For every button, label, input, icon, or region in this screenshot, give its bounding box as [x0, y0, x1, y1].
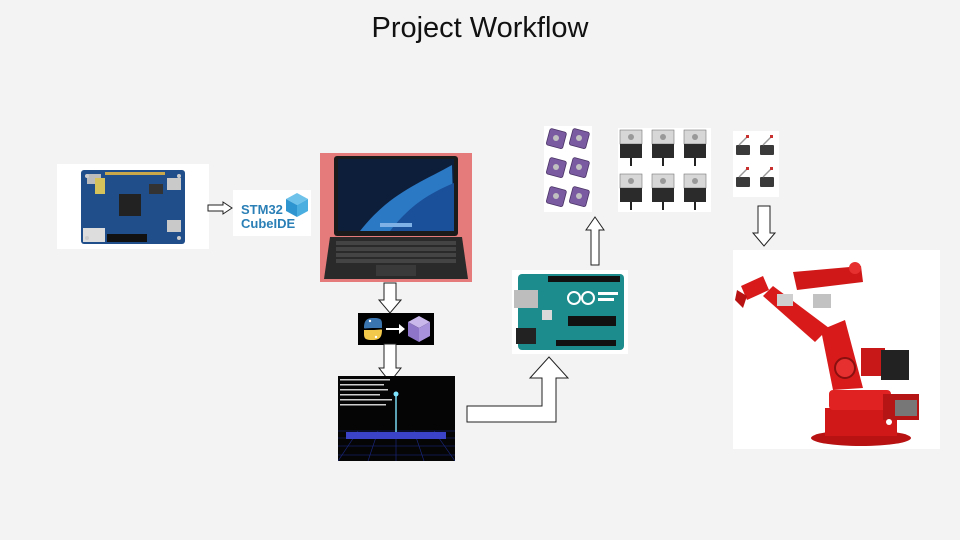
- stm32-board-image: [57, 164, 209, 249]
- arrow-icon: [207, 201, 233, 215]
- python-to-3d-icon: [364, 316, 430, 342]
- laptop-image: [320, 153, 472, 282]
- arrow-icon: [378, 343, 402, 383]
- robot-arm-image: [733, 250, 940, 449]
- stepper-drivers-image: [544, 126, 592, 212]
- stepper-motor-icon: [619, 129, 707, 211]
- cubeide-logo-icon: [286, 193, 308, 217]
- laptop-icon: [320, 153, 472, 282]
- simulation-screen-image: [338, 376, 455, 461]
- cubeide-logo-line2: CubeIDE: [241, 216, 296, 231]
- cubeide-logo: STM32 CubeIDE: [233, 190, 311, 236]
- arrow-icon: [752, 205, 776, 247]
- arduino-uno-image: [512, 270, 628, 354]
- robot-arm-icon: [735, 262, 919, 446]
- stm32-board-icon: [81, 170, 185, 244]
- arduino-uno-icon: [514, 274, 624, 350]
- arrow-icon: [585, 216, 605, 266]
- stepper-motors-image: [618, 128, 711, 212]
- limit-switches-image: [733, 131, 779, 197]
- arrow-icon: [378, 282, 402, 314]
- arrow-icon: [466, 356, 570, 423]
- stepper-driver-icon: [545, 128, 590, 207]
- simulation-screen-icon: [338, 376, 455, 461]
- limit-switch-icon: [736, 135, 774, 187]
- cubeide-logo-line1: STM32: [241, 202, 283, 217]
- slide-title: Project Workflow: [371, 12, 589, 44]
- python-to-3d-image: [358, 313, 434, 345]
